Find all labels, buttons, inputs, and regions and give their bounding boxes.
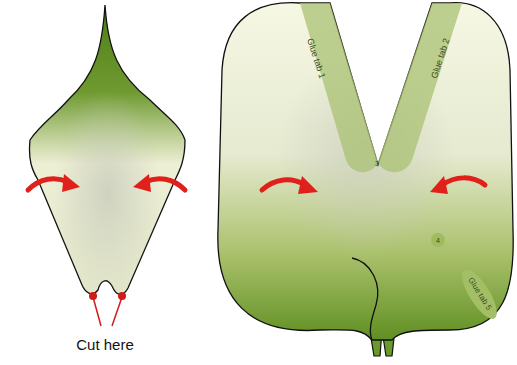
marker-circle: 4 — [431, 233, 445, 247]
instruction-label: Cut here — [76, 337, 134, 352]
glue-tab-label: 4 — [436, 237, 440, 244]
callout-number: 3 — [375, 160, 379, 167]
